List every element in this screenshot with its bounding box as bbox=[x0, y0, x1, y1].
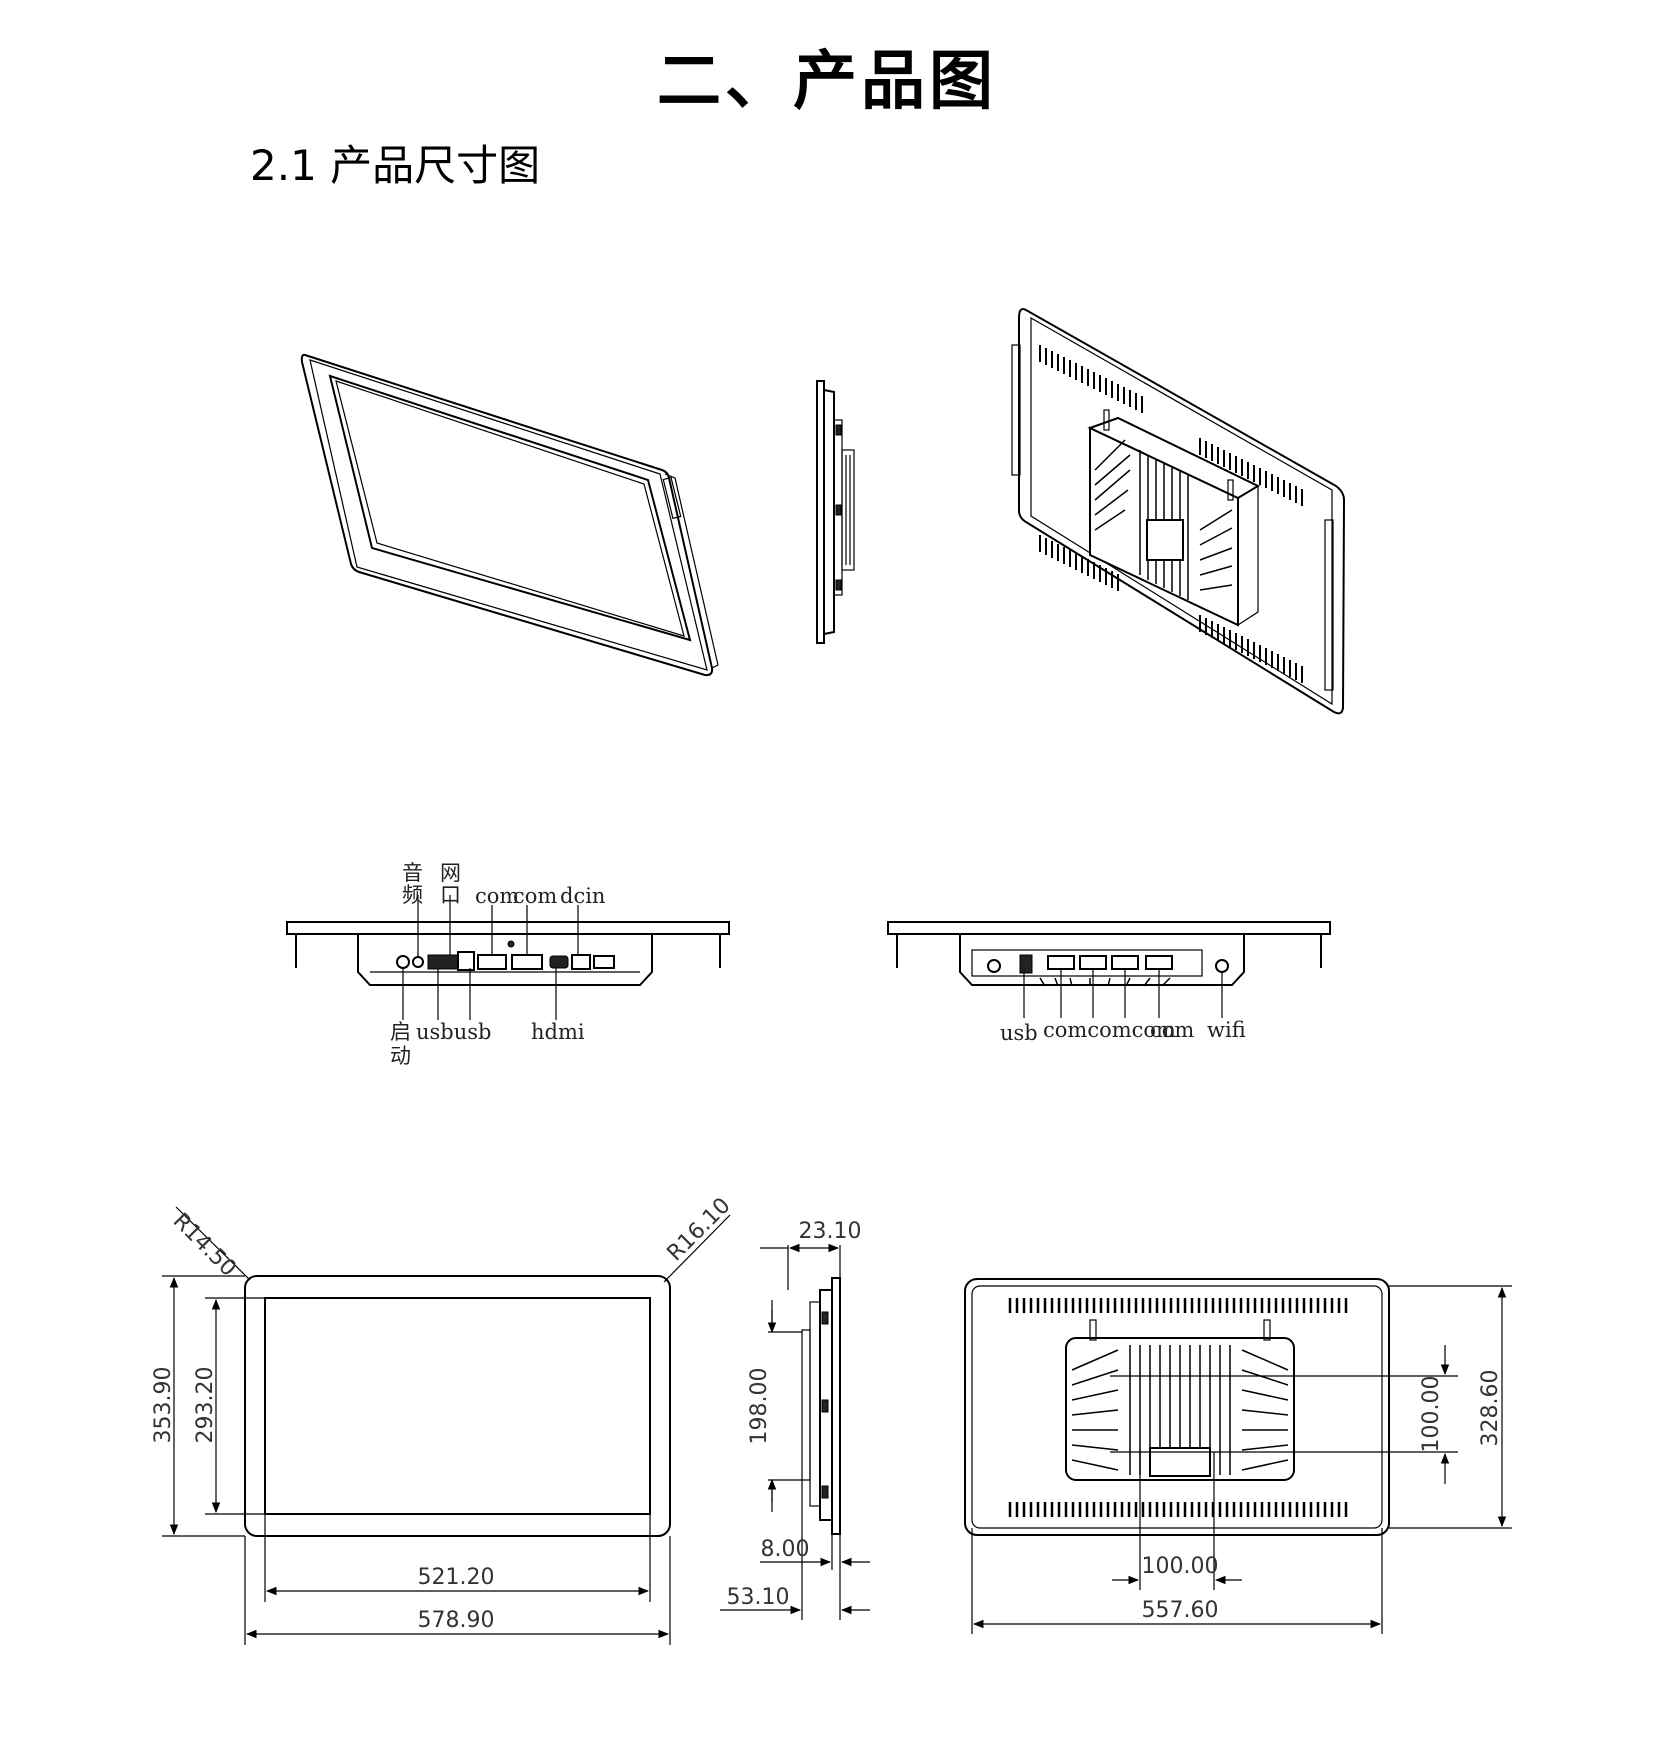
label-audio-1: 音 bbox=[402, 861, 423, 885]
dim-radius-right: R16.10 bbox=[663, 1193, 736, 1266]
side-dimension-view bbox=[720, 1243, 870, 1620]
dim-outer-height: 353.90 bbox=[151, 1367, 176, 1444]
dim-rear-mount-h: 100.00 bbox=[1142, 1554, 1219, 1579]
dim-outer-width: 578.90 bbox=[418, 1608, 495, 1633]
dim-radius-left: R14.50 bbox=[168, 1209, 241, 1282]
section-title: 2.1 产品尺寸图 bbox=[250, 141, 541, 190]
label-com-last: com bbox=[1150, 1018, 1194, 1042]
iso-rear-view bbox=[1011, 308, 1346, 715]
label-usb-pair: usbusb bbox=[416, 1020, 492, 1044]
label-wifi: wifi bbox=[1207, 1018, 1246, 1042]
label-power-2: 动 bbox=[390, 1044, 411, 1068]
dim-side-total: 53.10 bbox=[727, 1585, 790, 1610]
label-audio-2: 频 bbox=[402, 883, 423, 907]
label-hdmi: hdmi bbox=[531, 1020, 585, 1044]
dim-rear-height: 328.60 bbox=[1478, 1370, 1503, 1447]
iso-side-view bbox=[816, 380, 855, 644]
bottom-view-right bbox=[887, 921, 1331, 987]
label-com-2: com bbox=[513, 884, 557, 908]
label-com-group: comcomcom bbox=[1043, 1018, 1176, 1042]
dim-side-frame: 8.00 bbox=[761, 1537, 810, 1562]
label-usb-right: usb bbox=[1000, 1021, 1038, 1045]
iso-front-view bbox=[300, 353, 719, 677]
label-power-1: 启 bbox=[390, 1020, 411, 1044]
dim-rear-mount-v: 100.00 bbox=[1419, 1376, 1444, 1453]
bottom-view-left bbox=[286, 921, 730, 986]
label-com-1: com bbox=[475, 884, 519, 908]
rear-dimension-view bbox=[964, 1278, 1512, 1634]
dim-screen-width: 521.20 bbox=[418, 1565, 495, 1590]
leaders-left bbox=[402, 895, 579, 1020]
label-lan-1: 网 bbox=[440, 861, 461, 885]
dim-side-top: 23.10 bbox=[799, 1219, 862, 1244]
dim-side-height: 198.00 bbox=[747, 1368, 772, 1445]
page-title: 二、产品图 bbox=[657, 45, 997, 119]
front-dimension-view bbox=[162, 1206, 731, 1645]
label-dcin: dcin bbox=[560, 884, 605, 908]
dim-screen-height: 293.20 bbox=[193, 1367, 218, 1444]
leaders-right bbox=[1023, 969, 1223, 1018]
dim-rear-width: 557.60 bbox=[1142, 1598, 1219, 1623]
label-lan-2: 口 bbox=[440, 883, 461, 907]
